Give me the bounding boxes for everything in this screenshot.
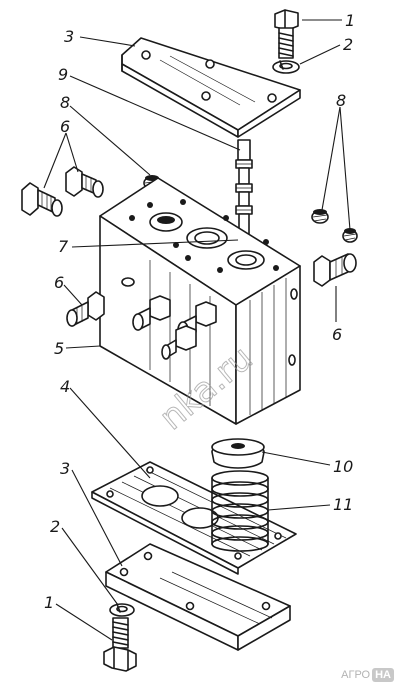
valve-body	[99, 177, 301, 425]
callout-6-upper: 6	[60, 117, 70, 136]
valve-cap	[211, 438, 265, 469]
callout-3-bottom: 3	[60, 459, 70, 478]
callout-10: 10	[333, 457, 353, 476]
callout-labels: 1 2 3 9 8 6 8 7 6 6 5 4 10 3 11 2 1	[44, 11, 355, 612]
fitting-upper-left-b	[65, 166, 104, 198]
callout-2-bottom: 2	[50, 517, 60, 536]
top-washer	[272, 60, 300, 74]
callout-1-top: 1	[345, 11, 355, 30]
top-bolt	[274, 9, 299, 59]
logo-right-text: НА	[372, 668, 394, 682]
top-cover-plate	[121, 37, 301, 138]
fitting-upper-left-a	[21, 182, 63, 217]
fitting-body-left	[66, 291, 105, 327]
callout-3-top: 3	[64, 27, 74, 46]
callout-11: 11	[333, 495, 353, 514]
bottom-bolt	[103, 617, 137, 672]
fitting-body-stack	[161, 301, 217, 360]
callout-6-left: 6	[54, 273, 64, 292]
callout-7: 7	[58, 237, 69, 256]
fitting-body-right	[313, 253, 357, 287]
callout-5: 5	[54, 339, 64, 358]
callout-9: 9	[58, 65, 68, 84]
source-logo: АГРО НА	[341, 668, 394, 682]
set-screw-right-b	[342, 228, 358, 243]
leader-lines	[43, 19, 351, 641]
callout-6-right: 6	[332, 325, 342, 344]
callout-1-bottom: 1	[44, 593, 54, 612]
callout-8-right: 8	[336, 91, 346, 110]
bottom-washer	[109, 603, 135, 617]
fitting-body-center	[132, 295, 171, 331]
spring	[211, 470, 269, 552]
gasket	[91, 461, 297, 575]
callout-8-left: 8	[60, 93, 70, 112]
callout-4: 4	[60, 377, 70, 396]
set-screw-right-a	[311, 209, 329, 224]
callout-2-top: 2	[343, 35, 353, 54]
bottom-plate	[105, 543, 291, 651]
logo-left-text: АГРО	[341, 669, 371, 681]
